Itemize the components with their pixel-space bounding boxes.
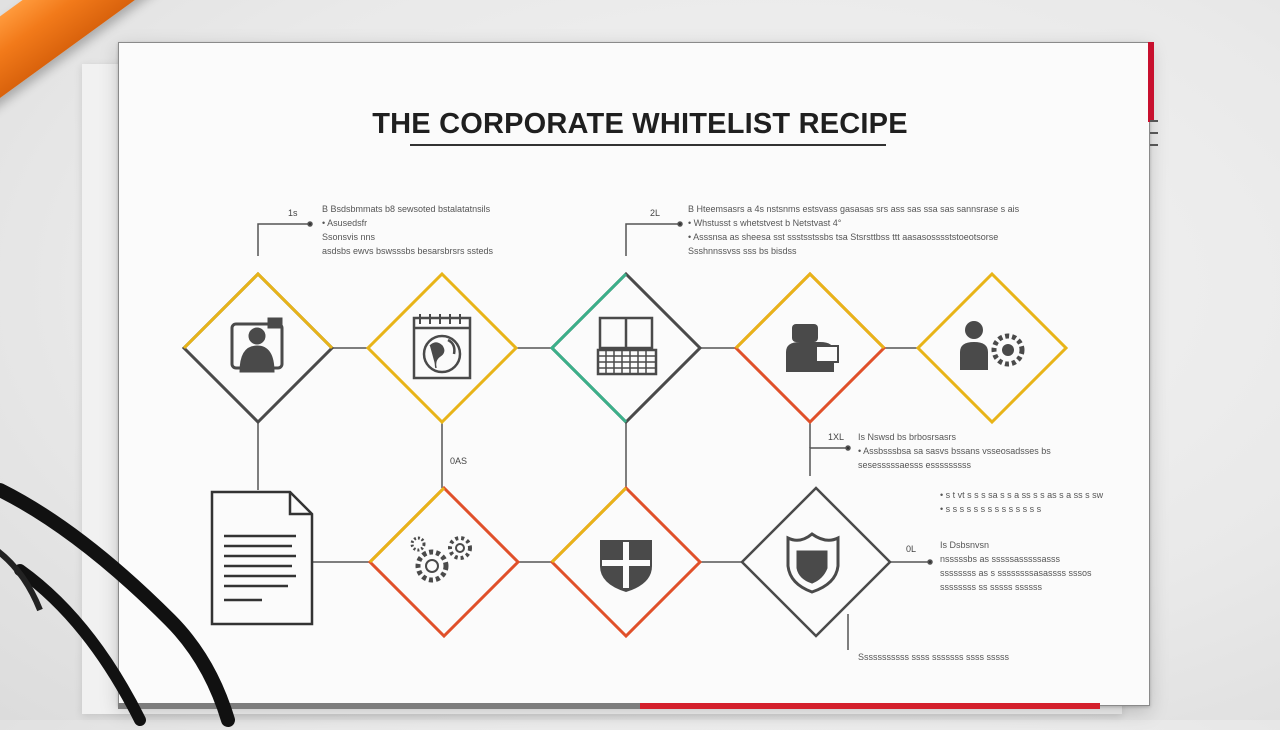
note-line: B Hteemsasrs a 4s nstsnms estsvass gasas… bbox=[688, 204, 1020, 214]
edge-tick bbox=[1150, 120, 1158, 122]
note-line: asdsbs ewvs bswsssbs besarsbrsrs ssteds bbox=[322, 246, 494, 256]
note-line: • Asssnsa as sheesa sst ssstsstssbs tsa … bbox=[688, 232, 999, 242]
edge-tick bbox=[1150, 144, 1158, 146]
note-line: ssssssss as s ssssssssasassss sssos bbox=[940, 568, 1092, 578]
note-line: Is Dsbsnvsn bbox=[940, 540, 990, 550]
note-c: Is Nswsd bs brbosrsasrs • Assbsssbsa sa … bbox=[858, 430, 1051, 472]
note-line: sesesssssaesss esssssssss bbox=[858, 460, 972, 470]
step-label-3: 1XL bbox=[828, 432, 845, 442]
edge-tick bbox=[1150, 132, 1158, 134]
step-label-1: 1s bbox=[288, 208, 298, 218]
note-line: nsssssbs as sssssasssssasss bbox=[940, 554, 1061, 564]
user-presentation-icon bbox=[230, 317, 284, 373]
document-box bbox=[210, 490, 314, 626]
note-line: • s s s s s s s s s s s s s s bbox=[940, 504, 1042, 514]
gears-icon bbox=[410, 536, 472, 583]
note-d: • s t vt s s s sa s s a ss s s as s a ss… bbox=[940, 488, 1103, 516]
diamond-6 bbox=[367, 485, 521, 639]
note-line: Is Nswsd bs brbosrsasrs bbox=[858, 432, 957, 442]
eyeglasses-icon bbox=[0, 483, 235, 727]
shield-badge-icon bbox=[786, 532, 840, 594]
note-line: • Assbsssbsa sa sasvs bssans vsseosadsse… bbox=[858, 446, 1051, 456]
note-line: • Asusedsfr bbox=[322, 218, 368, 228]
globe-calendar-icon bbox=[412, 314, 472, 380]
user-laptop-icon bbox=[786, 324, 839, 372]
page-title: THE CORPORATE WHITELIST RECIPE bbox=[372, 108, 908, 140]
step-label-4: 0AS bbox=[450, 456, 468, 466]
keyboard-screen-icon bbox=[596, 316, 658, 376]
note-e: Is Dsbsnvsn nsssssbs as sssssasssssasss … bbox=[940, 538, 1092, 594]
step-label-2: 2L bbox=[650, 208, 661, 218]
connector-lines bbox=[257, 221, 933, 650]
note-a: B Bsdsbmmats b8 sewsoted bstalatatnsils … bbox=[322, 202, 493, 258]
title-underline bbox=[410, 144, 886, 146]
note-line: Ssshnnssvss sss bs bisdss bbox=[688, 246, 797, 256]
note-line: Ssonsvis nns bbox=[322, 232, 376, 242]
bottom-bar-red bbox=[640, 703, 1100, 709]
note-line: • s t vt s s s sa s s a ss s s as s a ss… bbox=[940, 490, 1104, 500]
note-line: • Whstusst s whetstvest b Netstvast 4° bbox=[688, 218, 842, 228]
bottom-bar-gray bbox=[118, 703, 640, 709]
shield-cross-icon bbox=[600, 540, 652, 592]
note-line: B Bsdsbmmats b8 sewsoted bstalatatnsils bbox=[322, 204, 491, 214]
red-edge-marker bbox=[1148, 42, 1154, 122]
step-label-5: 0L bbox=[906, 544, 917, 554]
note-b: B Hteemsasrs a 4s nstsnms estsvass gasas… bbox=[688, 202, 1019, 258]
note-f: Sssssssssss ssss sssssss ssss sssss bbox=[858, 650, 1009, 664]
note-line: Sssssssssss ssss sssssss ssss sssss bbox=[858, 652, 1010, 662]
users-gear-icon bbox=[960, 321, 1025, 370]
note-line: ssssssss ss sssss ssssss bbox=[940, 582, 1043, 592]
